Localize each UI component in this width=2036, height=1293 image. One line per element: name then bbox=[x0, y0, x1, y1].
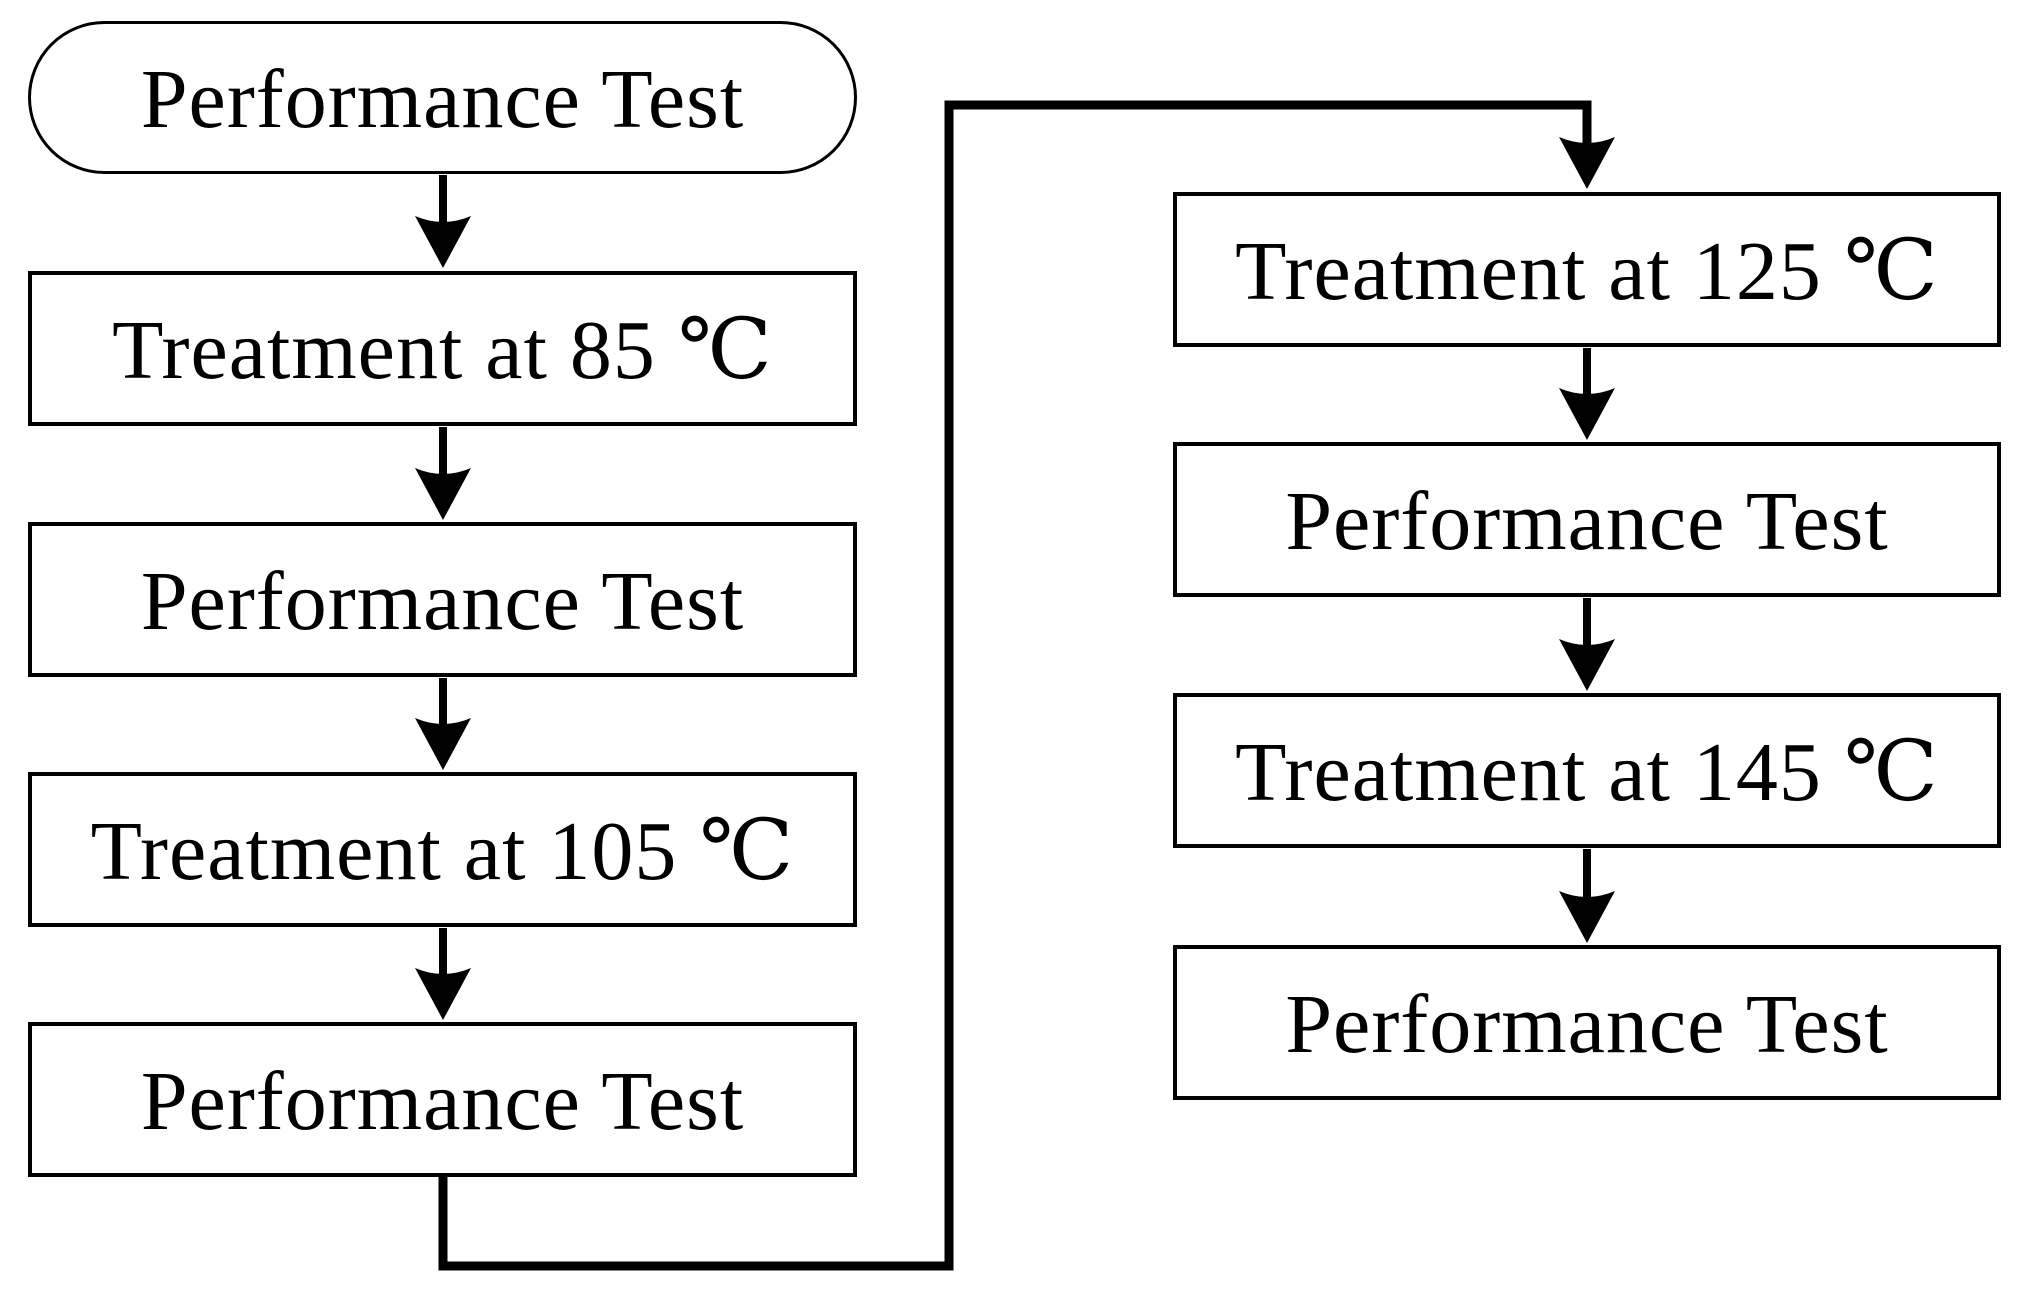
node-performance-test-1: Performance Test bbox=[28, 522, 857, 677]
node-performance-test-1-label: Performance Test bbox=[140, 554, 745, 648]
node-treatment-125: Treatment at 125 ℃ bbox=[1173, 192, 2001, 347]
arrow-treat85-to-perf1 bbox=[415, 427, 471, 520]
node-treatment-145: Treatment at 145 ℃ bbox=[1173, 693, 2001, 848]
node-performance-test-2-label: Performance Test bbox=[140, 1054, 745, 1148]
node-treatment-145-label: Treatment at 145 ℃ bbox=[1235, 725, 1939, 819]
arrow-start-to-treat85 bbox=[415, 175, 471, 268]
arrow-treat105-to-perf2 bbox=[415, 928, 471, 1020]
node-performance-test-4: Performance Test bbox=[1173, 945, 2001, 1100]
node-start-label: Performance Test bbox=[140, 52, 745, 146]
node-performance-test-3: Performance Test bbox=[1173, 442, 2001, 597]
node-treatment-85: Treatment at 85 ℃ bbox=[28, 271, 857, 426]
node-treatment-105-label: Treatment at 105 ℃ bbox=[90, 804, 795, 898]
node-performance-test-2: Performance Test bbox=[28, 1022, 857, 1177]
node-treatment-105: Treatment at 105 ℃ bbox=[28, 772, 857, 927]
loop-connector-line bbox=[438, 100, 1592, 1271]
loop-connector-arrowhead-icon bbox=[1559, 137, 1615, 189]
arrow-treat145-to-perf4 bbox=[1559, 849, 1615, 943]
node-performance-test-3-label: Performance Test bbox=[1285, 474, 1889, 568]
node-treatment-125-label: Treatment at 125 ℃ bbox=[1235, 224, 1939, 318]
node-start-performance-test: Performance Test bbox=[28, 21, 857, 174]
arrow-treat125-to-perf3 bbox=[1559, 348, 1615, 440]
node-treatment-85-label: Treatment at 85 ℃ bbox=[112, 303, 773, 397]
arrow-perf3-to-treat145 bbox=[1559, 598, 1615, 691]
node-performance-test-4-label: Performance Test bbox=[1285, 977, 1889, 1071]
arrow-perf1-to-treat105 bbox=[415, 678, 471, 770]
